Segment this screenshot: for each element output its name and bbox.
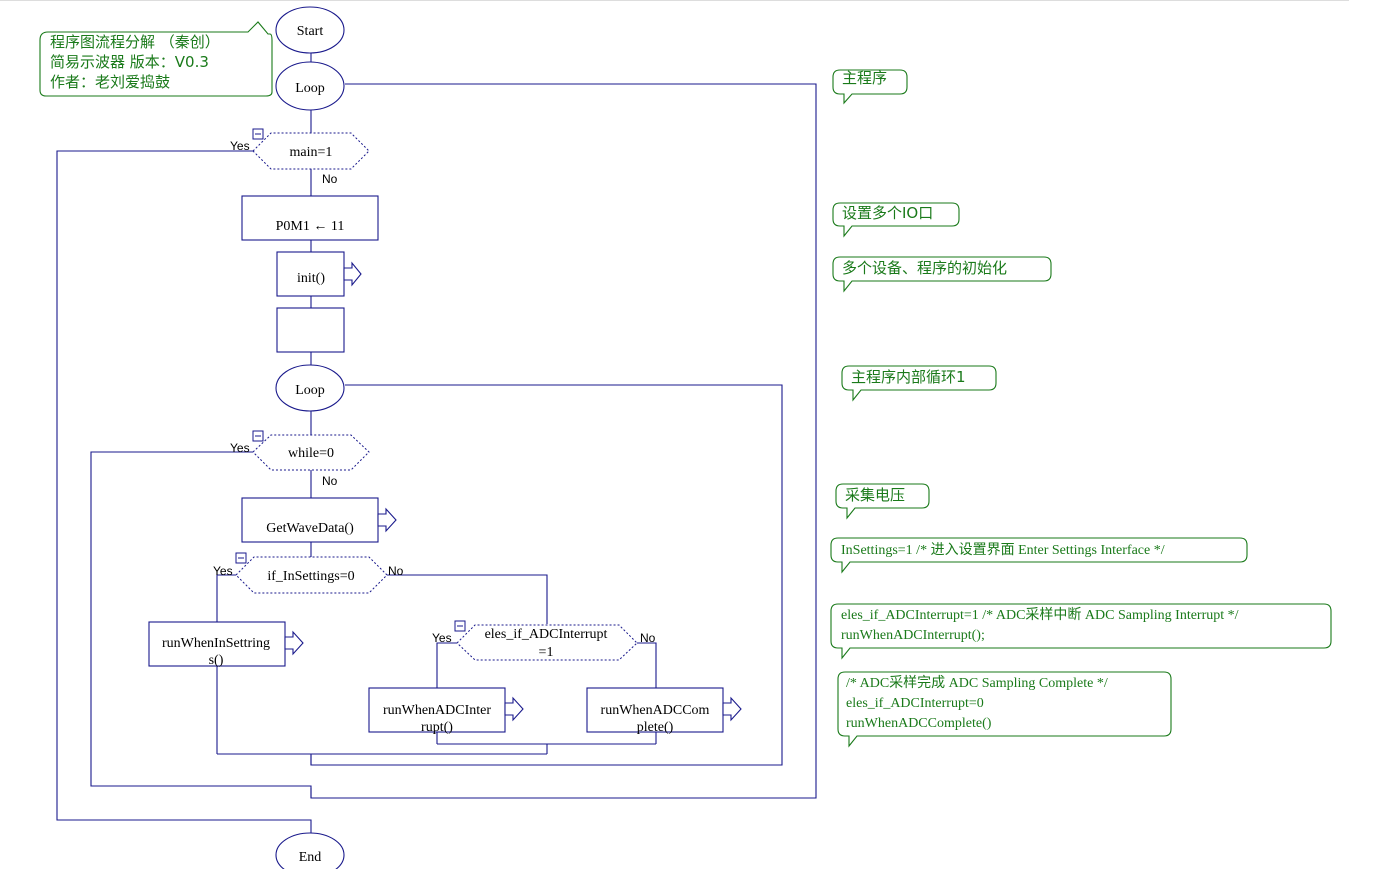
note-adcint: eles_if_ADCInterrupt=1 /* ADC采样中断 ADC Sa…	[830, 603, 1332, 660]
note-inner-loop: 主程序内部循环1	[841, 365, 997, 402]
note-adccomp: /* ADC采样完成 ADC Sampling Complete */ eles…	[837, 671, 1172, 748]
note-set-io: 设置多个IO口	[832, 202, 960, 238]
cond-main-no: No	[322, 172, 338, 186]
cond-insettings-yes: Yes	[213, 564, 233, 578]
cond-adcint-yes: Yes	[432, 631, 452, 645]
loop-inner-node: Loop	[275, 364, 345, 412]
call-runadcint-label-1: runWhenADCInter	[383, 703, 491, 718]
loop-inner-label: Loop	[295, 383, 325, 398]
cond-adcint-label-2: =1	[539, 645, 554, 660]
note-adcint-text-1: eles_if_ADCInterrupt=1 /* ADC采样中断 ADC Sa…	[841, 607, 1239, 623]
cond-while-no: No	[322, 474, 338, 488]
call-runinsettings-node: runWhenInSettring s()	[148, 621, 304, 668]
cond-insettings-node: if_InSettings=0 Yes No	[213, 552, 404, 594]
note-inner-loop-text: 主程序内部循环1	[851, 368, 966, 386]
cond-adcint-label-1: eles_if_ADCInterrupt	[485, 627, 608, 642]
call-runadccomp-label-1: runWhenADCCom	[601, 703, 710, 718]
assign-p0m1-node: P0M1 ← 11	[241, 195, 379, 241]
note-main-program: 主程序	[832, 69, 908, 105]
cond-while-label: while=0	[288, 446, 334, 461]
call-getwave-node: GetWaveData()	[241, 497, 397, 543]
cond-adcint-node: eles_if_ADCInterrupt =1 Yes No	[432, 620, 656, 661]
note-init-text: 多个设备、程序的初始化	[842, 259, 1007, 277]
note-sample-text: 采集电压	[845, 486, 905, 504]
call-runinsettings-label-2: s()	[209, 653, 224, 668]
note-insettings-text: InSettings=1 /* 进入设置界面 Enter Settings In…	[841, 542, 1165, 558]
call-init-node: init()	[276, 251, 362, 297]
cond-adcint-no: No	[640, 631, 656, 645]
end-label: End	[299, 850, 322, 865]
note-init: 多个设备、程序的初始化	[832, 256, 1052, 293]
call-getwave-label: GetWaveData()	[266, 521, 354, 536]
note-adcint-text-2: runWhenADCInterrupt();	[841, 628, 985, 643]
loop-main-node: Loop	[275, 61, 345, 111]
call-runadcint-node: runWhenADCInter rupt()	[368, 687, 524, 735]
call-runadccomp-label-2: plete()	[637, 720, 674, 735]
note-set-io-text: 设置多个IO口	[842, 204, 933, 222]
call-runadcint-label-2: rupt()	[421, 720, 453, 735]
note-adccomp-text-1: /* ADC采样完成 ADC Sampling Complete */	[846, 675, 1108, 691]
end-node: End	[275, 832, 345, 869]
header-note-line2: 简易示波器 版本：V0.3	[50, 53, 209, 71]
start-label: Start	[297, 24, 324, 39]
header-note-line1: 程序图流程分解 （秦创）	[50, 33, 220, 51]
note-sample: 采集电压	[835, 483, 930, 520]
loop-main-label: Loop	[295, 81, 325, 96]
call-init-label: init()	[297, 271, 325, 286]
cond-insettings-label: if_InSettings=0	[267, 569, 354, 584]
call-runadccomp-node: runWhenADCCom plete()	[586, 687, 742, 735]
header-note: 程序图流程分解 （秦创） 简易示波器 版本：V0.3 作者：老刘爱捣鼓	[39, 21, 273, 97]
note-adccomp-text-3: runWhenADCComplete()	[846, 716, 992, 731]
start-node: Start	[275, 6, 345, 54]
cond-while-node: while=0 Yes No	[230, 430, 370, 488]
cond-main-node: main=1 Yes No	[230, 128, 370, 186]
cond-insettings-no: No	[388, 564, 404, 578]
note-main-program-text: 主程序	[842, 69, 887, 87]
empty-block-node	[276, 307, 345, 353]
note-insettings: InSettings=1 /* 进入设置界面 Enter Settings In…	[830, 537, 1248, 574]
header-note-line3: 作者：老刘爱捣鼓	[50, 73, 170, 91]
cond-main-yes: Yes	[230, 139, 250, 153]
call-runinsettings-label-1: runWhenInSettring	[162, 636, 270, 651]
note-adccomp-text-2: eles_if_ADCInterrupt=0	[846, 696, 984, 711]
cond-main-label: main=1	[290, 145, 333, 160]
cond-while-yes: Yes	[230, 441, 250, 455]
connector-lines	[56, 53, 817, 834]
assign-p0m1-label: P0M1 ← 11	[276, 219, 345, 234]
